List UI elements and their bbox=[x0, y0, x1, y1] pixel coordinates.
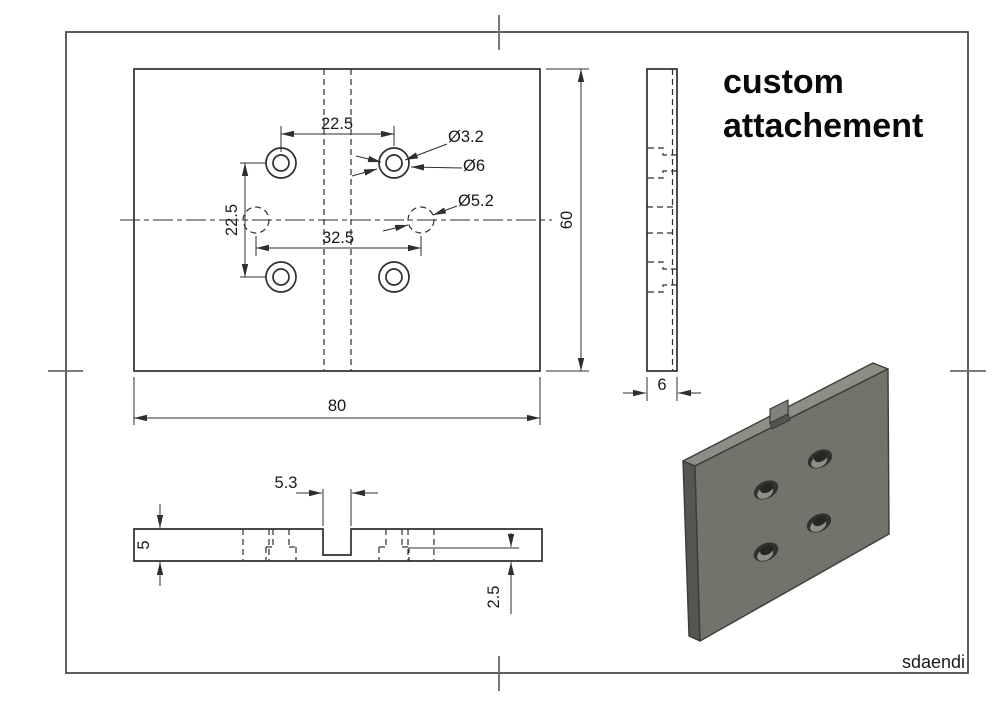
isometric-view bbox=[682, 362, 890, 642]
dim-label-slot-width: 5.3 bbox=[275, 474, 298, 492]
front-view: 22.5 22.5 32.5 80 60 bbox=[120, 68, 589, 425]
dim-plate-width: 80 bbox=[133, 377, 541, 425]
dim-label-hole-pitch-x: 22.5 bbox=[321, 115, 353, 133]
side-outline bbox=[646, 68, 678, 372]
side-view: 6 bbox=[623, 68, 701, 401]
drawing-frame bbox=[48, 15, 986, 691]
title-line-1: custom bbox=[723, 63, 844, 101]
dim-counterbore-depth: 2.5 bbox=[410, 533, 519, 614]
title-block: custom attachement bbox=[723, 63, 923, 145]
callout-label-through-hole: Ø3.2 bbox=[448, 128, 484, 146]
callout-label-slot-hole: Ø5.2 bbox=[458, 192, 494, 210]
bottom-view: 5.3 5 2.5 bbox=[133, 474, 543, 614]
dim-plate-height: 60 bbox=[546, 68, 589, 372]
signature: sdaendi bbox=[902, 652, 965, 672]
dim-label-counterbore-depth: 2.5 bbox=[485, 586, 503, 609]
dim-thickness: 6 bbox=[623, 376, 701, 401]
dim-label-bottom-thickness: 5 bbox=[135, 540, 153, 549]
callout-label-counterbore: Ø6 bbox=[463, 157, 485, 175]
cb-hidden-right bbox=[378, 529, 410, 561]
iso-notch bbox=[769, 399, 791, 430]
dim-bottom-thickness: 5 bbox=[135, 504, 164, 586]
dim-slot-hole-pitch: 32.5 bbox=[255, 229, 422, 256]
callout-counterbore: Ø6 bbox=[351, 157, 485, 177]
callout-through-hole: Ø3.2 bbox=[355, 128, 484, 163]
dim-hole-pitch-y: 22.5 bbox=[223, 162, 266, 278]
bottom-outline bbox=[133, 528, 543, 562]
dim-label-hole-pitch-y: 22.5 bbox=[223, 204, 241, 236]
iso-holes bbox=[753, 449, 833, 562]
iso-front-face bbox=[694, 368, 890, 642]
dim-label-plate-height: 60 bbox=[558, 211, 576, 229]
dim-slot-width: 5.3 bbox=[275, 474, 378, 526]
cb-hidden-left bbox=[265, 529, 297, 561]
dim-label-slot-hole-pitch: 32.5 bbox=[322, 229, 354, 247]
dim-hole-pitch-x: 22.5 bbox=[280, 115, 395, 152]
dim-label-thickness: 6 bbox=[657, 376, 666, 394]
callout-slot-hole: Ø5.2 bbox=[382, 192, 494, 232]
title-line-2: attachement bbox=[723, 107, 923, 145]
frame-border bbox=[65, 31, 969, 674]
dim-label-plate-width: 80 bbox=[328, 397, 346, 415]
